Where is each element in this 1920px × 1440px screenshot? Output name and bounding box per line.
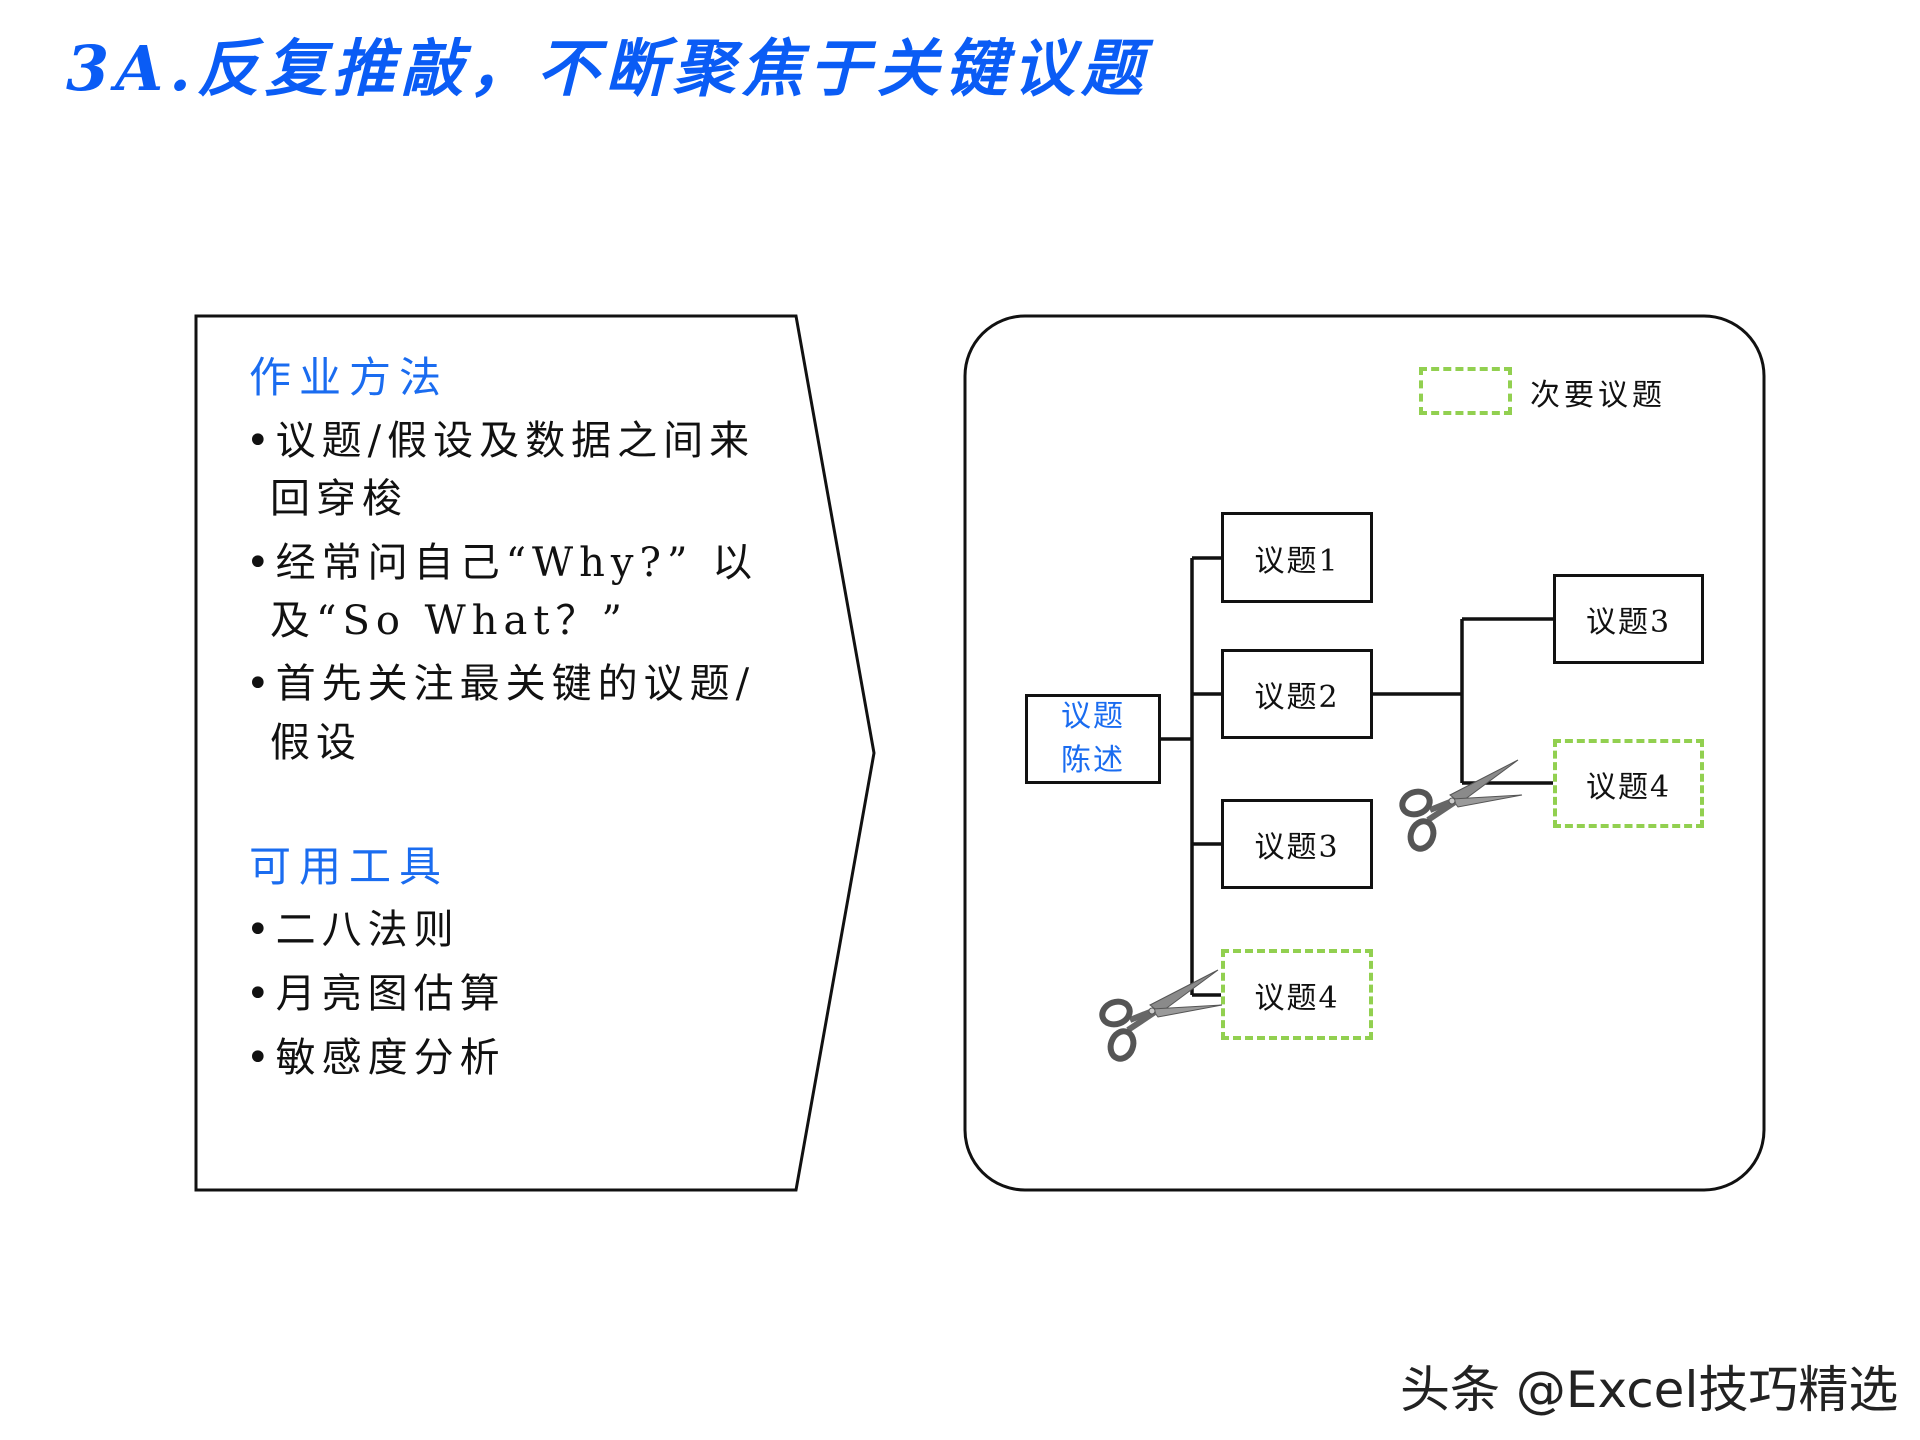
right-panel-frame (963, 314, 1766, 1192)
tool-item: •二八法则 (246, 907, 460, 953)
root-line2: 陈述 (1061, 743, 1125, 778)
method-item-cont: 及“So What？” (270, 598, 628, 644)
root-line1: 议题 (1061, 699, 1125, 734)
tool-item: •敏感度分析 (246, 1035, 506, 1081)
tree-connectors (1161, 556, 1553, 997)
left-panel-shape (194, 314, 876, 1192)
sub-issue-box-3: 议题3 (1553, 574, 1704, 664)
page-title: 3A.反复推敲，不断聚焦于关键议题 (66, 32, 1149, 105)
watermark: 头条 @Excel技巧精选 (1400, 1361, 1899, 1419)
tool-item: •月亮图估算 (246, 971, 506, 1017)
method-item: •经常问自己“Why?” 以 (246, 540, 759, 586)
root-issue-box: 议题 陈述 (1025, 694, 1161, 784)
issue-box-1: 议题1 (1221, 512, 1373, 603)
method-heading: 作业方法 (249, 353, 450, 402)
sub-issue-box-4-secondary: 议题4 (1553, 739, 1704, 828)
issue-box-3: 议题3 (1221, 799, 1373, 889)
method-item: •首先关注最关键的议题/ (246, 661, 756, 707)
legend-label: 次要议题 (1530, 378, 1666, 413)
legend-dashed-swatch (1419, 367, 1512, 415)
method-item: •议题/假设及数据之间来 (246, 418, 756, 464)
tools-heading: 可用工具 (249, 842, 450, 891)
issue-box-2: 议题2 (1221, 649, 1373, 739)
method-item-cont: 假设 (270, 720, 362, 766)
method-item-cont: 回穿梭 (270, 476, 408, 522)
issue-box-4-secondary: 议题4 (1221, 949, 1373, 1040)
